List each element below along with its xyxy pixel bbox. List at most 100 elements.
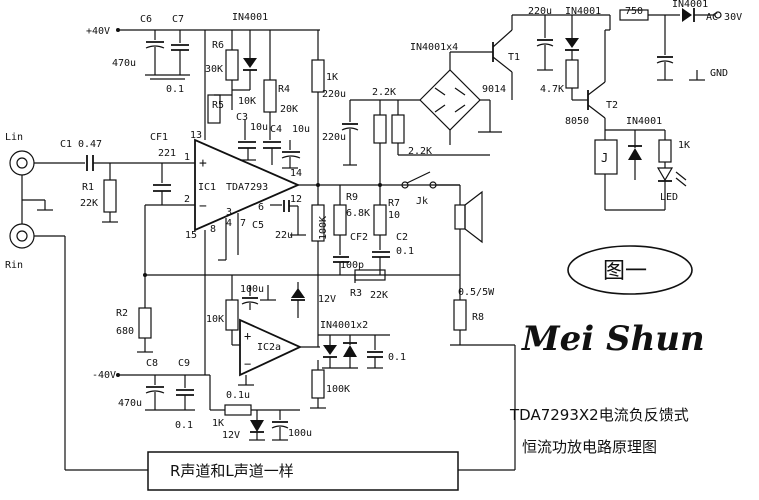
d-relay-label: IN4001	[626, 116, 662, 127]
r-750-label: 750	[625, 6, 643, 17]
r6-label: R6	[212, 40, 224, 51]
relay-driver	[536, 8, 722, 130]
c5-label: C5	[252, 220, 264, 231]
r1-label: R1	[82, 182, 94, 193]
r2-resistor	[137, 275, 153, 353]
c5-value: 22u	[275, 230, 293, 241]
relay-label: J	[601, 151, 608, 165]
r1k-b-value: 1K	[212, 418, 224, 429]
ic1-label: IC1	[198, 182, 216, 193]
c9-label: C9	[178, 358, 190, 369]
r5-label: R5	[212, 100, 224, 111]
pin-6: 6	[258, 202, 264, 213]
d-ic2x2-label: IN4001x2	[320, 320, 368, 331]
c9-value: 0.1	[175, 420, 193, 431]
r2-label: R2	[116, 308, 128, 319]
brand-signature: Mei Shun	[521, 319, 705, 359]
neg-rail-label: -40V	[92, 370, 116, 381]
input-network	[86, 155, 195, 223]
figure-ellipse	[567, 245, 693, 295]
c100u-a-value: 100u	[240, 284, 264, 295]
c2-value: 0.1	[396, 246, 414, 257]
c1-value: 0.47	[78, 139, 102, 150]
mute-standby-network	[207, 30, 325, 185]
ic2-minus: −	[244, 357, 251, 371]
input-right-label: Rin	[5, 260, 23, 271]
t1-transistor	[492, 14, 560, 100]
c220c-value: 220u	[528, 6, 552, 17]
r10k-ic2-value: 10K	[206, 314, 224, 325]
bridge-label: IN4001x4	[410, 42, 458, 53]
gnd-label: GND	[710, 68, 728, 79]
figure-label: 图一	[603, 259, 647, 284]
ic2-plus: +	[244, 329, 251, 343]
r9-label: R9	[346, 192, 358, 203]
r5-value-10k: 10K	[238, 96, 256, 107]
pin-12: 12	[290, 194, 302, 205]
r8-label: R8	[472, 312, 484, 323]
cf1-value: 221	[158, 148, 176, 159]
c6-c7-caps	[145, 30, 190, 80]
pin-7: 7	[240, 218, 246, 229]
r-1k-top: 1K	[326, 72, 338, 83]
c4-label: C4	[270, 124, 282, 135]
pin-8: 8	[210, 224, 216, 235]
r100k-b-value: 100K	[326, 384, 350, 395]
pin-2: 2	[184, 194, 190, 205]
c220b-value: 220u	[322, 132, 346, 143]
c7-label: C7	[172, 14, 184, 25]
right-channel-box-label: R声道和L声道一样	[170, 462, 294, 480]
power-rails	[116, 28, 460, 377]
output-feedback	[143, 183, 390, 320]
right-channel-box	[147, 451, 459, 491]
r7-value: 10	[388, 210, 400, 221]
pin-15: 15	[185, 230, 197, 241]
pin-13: 13	[190, 130, 202, 141]
c01-b-value: 0.1	[388, 352, 406, 363]
c1-label: C1	[60, 139, 72, 150]
c01-ic2-value: 0.1u	[226, 390, 250, 401]
c220a-value: 220u	[322, 89, 346, 100]
c3-label: C3	[236, 112, 248, 123]
title-line-1: TDA7293X2电流负反馈式	[509, 406, 689, 424]
c8-c9-caps	[145, 375, 195, 411]
d-relay-top-label: IN4001	[565, 6, 601, 17]
r3-value: 22K	[370, 290, 388, 301]
cf2-label: CF2	[350, 232, 368, 243]
t2-label: T2	[606, 100, 618, 111]
cf1-label: CF1	[150, 132, 168, 143]
led-label: LED	[660, 192, 678, 203]
c3-value: 10u	[250, 122, 268, 133]
title-line-2: 恒流功放电路原理图	[522, 438, 657, 456]
pin-4: 4	[226, 218, 232, 229]
delay-supply	[341, 51, 502, 185]
r2-value: 680	[116, 326, 134, 337]
c6-label: C6	[140, 14, 152, 25]
r1-value: 22K	[80, 198, 98, 209]
pin-1: 1	[184, 152, 190, 163]
t1-type: 9014	[482, 84, 506, 95]
ac-label: AC 30V	[706, 12, 742, 23]
jk-label: Jk	[416, 196, 428, 207]
pin-3: 3	[226, 207, 232, 218]
cf2-value: 100p	[340, 260, 364, 271]
pos-rail-label: +40V	[86, 26, 110, 37]
c8-value: 470u	[118, 398, 142, 409]
c7-value: 0.1	[166, 84, 184, 95]
ic2-label: IC2a	[257, 342, 281, 353]
input-jacks	[9, 150, 148, 471]
c8-label: C8	[146, 358, 158, 369]
r4-value: 20K	[280, 104, 298, 115]
r6-value: 30K	[205, 64, 223, 75]
r4-label: R4	[278, 84, 290, 95]
r-1k-led-label: 1K	[678, 140, 690, 151]
r22b-value: 2.2K	[408, 146, 432, 157]
t2-type: 8050	[565, 116, 589, 127]
ic1-plus: +	[199, 156, 207, 171]
ic1-minus: −	[199, 199, 207, 214]
input-left-label: Lin	[5, 132, 23, 143]
t1-label: T1	[508, 52, 520, 63]
r9-value: 6.8K	[346, 208, 370, 219]
r47k-label: 4.7K	[540, 84, 564, 95]
